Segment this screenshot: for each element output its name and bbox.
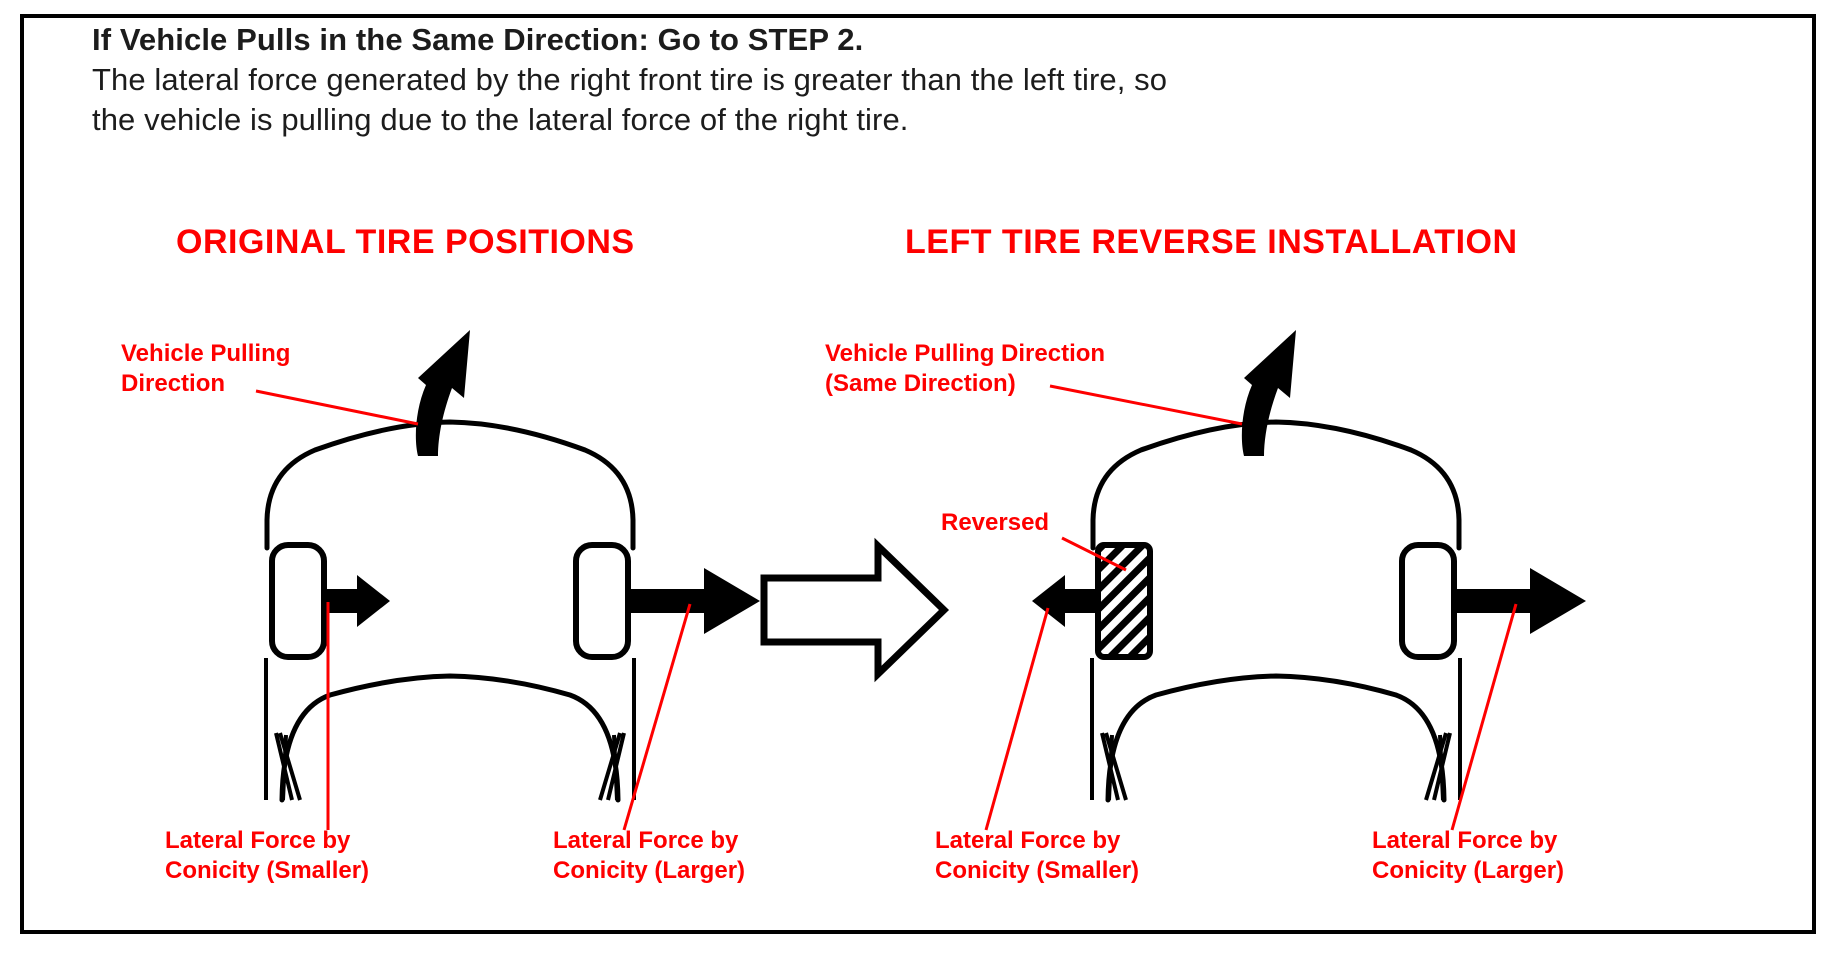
header-line-3: the vehicle is pulling due to the latera… — [92, 102, 909, 137]
label-line-1: Lateral Force by — [553, 827, 739, 854]
label-line-1: Vehicle Pulling — [121, 340, 291, 367]
label-line-2: Conicity (Larger) — [1372, 857, 1565, 884]
label-line-2: (Same Direction) — [825, 370, 1016, 397]
label-line-2: Conicity (Smaller) — [935, 857, 1140, 884]
label-line-2: Direction — [121, 370, 226, 397]
label-line-1: Vehicle Pulling Direction — [825, 340, 1106, 367]
label-lateral-force-left-larger: Lateral Force by Conicity (Larger) — [553, 826, 745, 886]
label-lateral-force-left-smaller: Lateral Force by Conicity (Smaller) — [165, 826, 369, 886]
panel-title-reverse: LEFT TIRE REVERSE INSTALLATION — [905, 223, 1518, 261]
label-line-2: Conicity (Larger) — [553, 857, 746, 884]
label-line-1: Lateral Force by — [165, 827, 351, 854]
label-line-1: Lateral Force by — [935, 827, 1121, 854]
label-lateral-force-right-larger: Lateral Force by Conicity (Larger) — [1372, 826, 1564, 886]
label-vehicle-pulling-direction-left: Vehicle Pulling Direction — [121, 339, 290, 399]
header-line-2: The lateral force generated by the right… — [92, 62, 1168, 97]
label-vehicle-pulling-direction-right: Vehicle Pulling Direction (Same Directio… — [825, 339, 1105, 399]
label-line-1: Lateral Force by — [1372, 827, 1558, 854]
header-text-block: If Vehicle Pulls in the Same Direction: … — [92, 20, 1732, 140]
figure-border — [20, 14, 1816, 934]
header-line-1: If Vehicle Pulls in the Same Direction: … — [92, 22, 864, 57]
label-lateral-force-right-smaller: Lateral Force by Conicity (Smaller) — [935, 826, 1139, 886]
panel-title-original: ORIGINAL TIRE POSITIONS — [176, 223, 635, 261]
label-line-2: Conicity (Smaller) — [165, 857, 370, 884]
label-reversed: Reversed — [941, 509, 1050, 536]
